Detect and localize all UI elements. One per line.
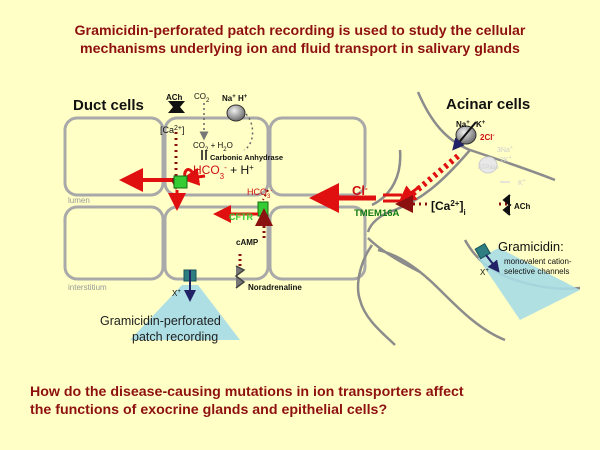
atpase-label: ATPase <box>478 165 500 171</box>
cftr-lower-channel-icon <box>257 201 269 217</box>
patch-label-1: Gramicidin-perforated <box>100 314 221 328</box>
title-line-1: Gramicidin-perforated patch recording is… <box>74 23 526 39</box>
hco3-h-label: HCO3- + H+ <box>193 163 254 181</box>
k-out-label: K+ <box>518 178 526 187</box>
hco3-small-label: HCO3- <box>247 187 272 200</box>
camp-label: cAMP <box>236 238 259 247</box>
duct-heading: Duct cells <box>73 97 144 114</box>
patch-label-2: patch recording <box>132 330 218 344</box>
duct-na-h-label: Na+ H+ <box>222 94 248 103</box>
gramicidin-desc-1: monovalent cation- <box>504 257 572 266</box>
acinar-pipette <box>478 248 580 320</box>
interstitium-label: interstitium <box>68 283 107 292</box>
tmem16a-label: TMEM16A <box>354 208 400 219</box>
duct-x-plus-label: X+ <box>172 289 181 298</box>
na-k-atpase-icon <box>478 156 498 174</box>
duct-cell <box>268 205 367 281</box>
acinar-heading: Acinar cells <box>446 96 530 113</box>
noradrenaline-receptor-icon <box>234 265 246 289</box>
carbonic-anhydrase-label: Carbonic Anhydrase <box>210 153 283 162</box>
cftr-label: CFTR <box>229 212 253 222</box>
atpase-3na-label: 3Na+ <box>497 145 513 154</box>
page-title: Gramicidin-perforated patch recording is… <box>0 22 600 58</box>
gramicidin-desc-2: selective channels <box>504 267 569 276</box>
lumen-label: lumen <box>68 196 90 205</box>
acinar-ach-receptor-icon <box>502 194 512 216</box>
acinar-ach-label: ACh <box>514 202 531 211</box>
nkcc-na-label: Na+ <box>456 120 470 129</box>
duct-cell <box>63 205 165 281</box>
atpase-2k-label: 2K+ <box>500 155 512 164</box>
co2-h2o-label: CO2 + H2O <box>193 141 233 153</box>
duct-co2-label: CO2 <box>194 92 210 104</box>
duct-cells <box>63 116 367 281</box>
duct-pipette <box>130 285 240 340</box>
nkcc-k-label: K+ <box>476 120 486 129</box>
duct-cell <box>63 116 165 197</box>
acinar-x-plus-label: X+ <box>480 268 489 277</box>
acinar-ca-label: [Ca2+]i <box>431 199 466 217</box>
title-line-2: mechanisms underlying ion and fluid tran… <box>80 41 520 57</box>
duct-ach-label: ACh <box>166 93 183 102</box>
cftr-channel-icon <box>173 175 188 189</box>
duct-cell <box>163 116 270 197</box>
duct-ca-label: [Ca2+] <box>160 125 185 136</box>
duct-cell <box>268 116 367 197</box>
bottom-question: How do the disease-causing mutations in … <box>30 383 590 419</box>
nkcc-2cl-label: 2Cl- <box>480 133 494 142</box>
noradrenaline-label: Noradrenaline <box>248 283 302 292</box>
ach-receptor-icon <box>168 101 185 113</box>
question-line-1: How do the disease-causing mutations in … <box>30 384 464 400</box>
cl-label: Cl- <box>352 183 368 198</box>
gramicidin-label: Gramicidin: <box>498 239 564 254</box>
tmem16a-channel <box>383 193 402 203</box>
nhe-exchanger-icon <box>226 104 246 122</box>
question-line-2: the functions of exocrine glands and epi… <box>30 402 388 418</box>
